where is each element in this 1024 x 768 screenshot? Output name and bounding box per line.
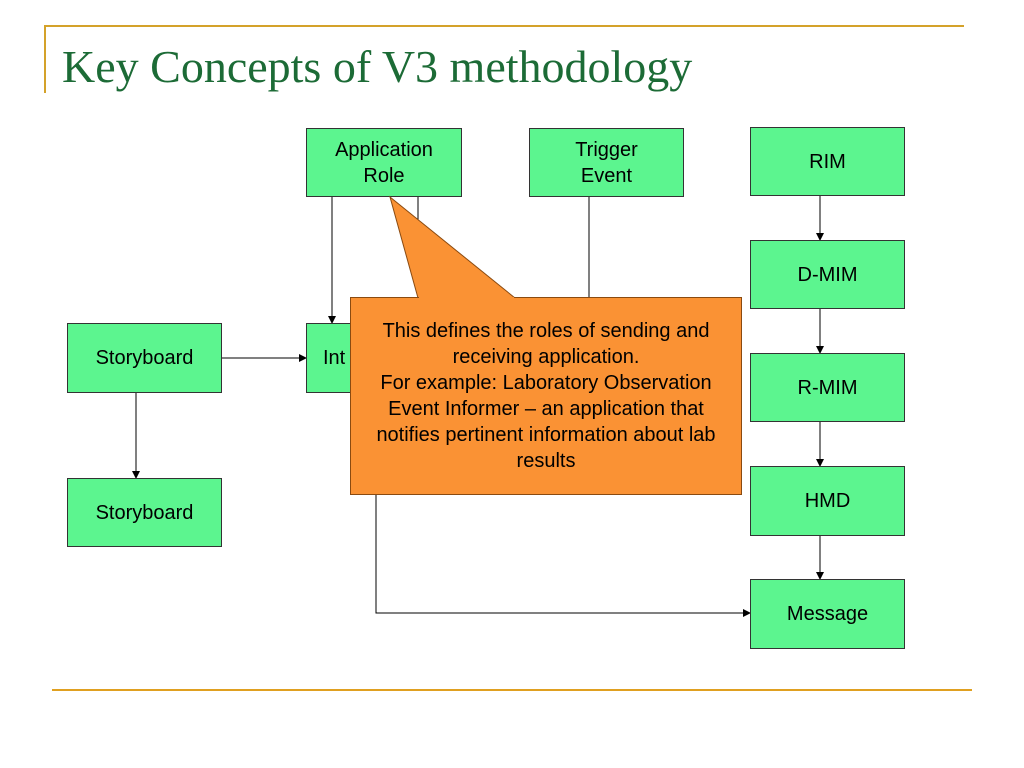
node-trigger-event-label: Trigger Event [575,138,638,187]
title-accent-line [44,25,964,27]
node-hmd-label: HMD [804,490,851,512]
node-hmd: HMD [750,466,905,536]
connector-interaction-to-message [375,495,751,617]
node-r-mim: R-MIM [750,353,905,422]
node-rim-label: RIM [809,150,846,173]
node-storyboard-1: Storyboard [67,323,222,393]
callout-box: This defines the roles of sending and re… [350,297,742,495]
node-message-label: Message [786,603,869,625]
node-r-mim-label: R-MIM [797,376,858,399]
footer-rule [52,689,972,691]
node-storyboard-2: Storyboard [67,478,222,547]
callout-text: This defines the roles of sending and re… [376,320,716,472]
node-application-role: Application Role [306,128,462,197]
node-trigger-event: Trigger Event [529,128,684,197]
node-d-mim-label: D-MIM [797,263,858,286]
node-storyboard-2-label: Storyboard [95,501,194,524]
node-message: Message [750,579,905,649]
title-accent-bar [44,25,46,93]
node-d-mim: D-MIM [750,240,905,309]
node-application-role-label: Application Role [335,138,433,187]
node-rim: RIM [750,127,905,196]
slide-title: Key Concepts of V3 methodology [62,41,693,92]
node-interaction-label: Int [323,347,346,369]
node-storyboard-1-label: Storyboard [95,347,194,369]
